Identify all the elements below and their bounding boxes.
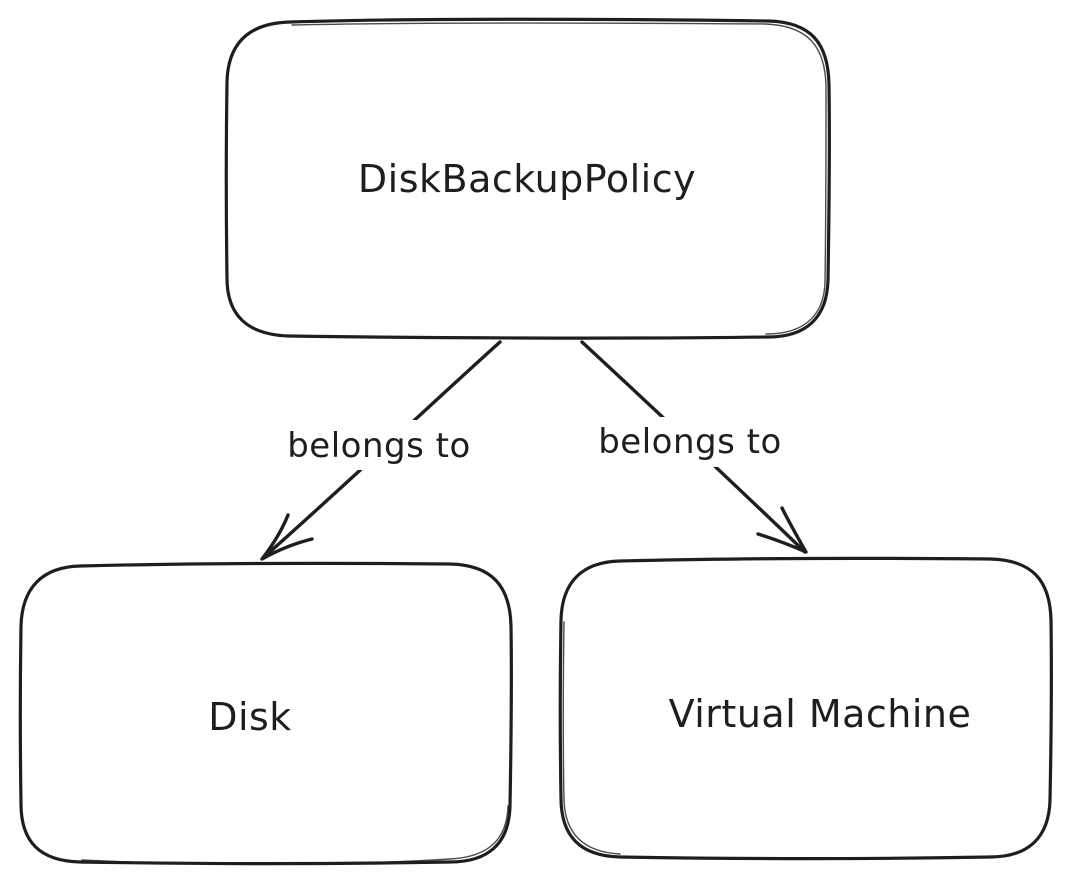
edge-policy-to-disk-label-background (276, 420, 484, 470)
edge-policy-to-vm-arrowhead (756, 506, 808, 554)
node-disk-backup-policy-border (224, 17, 832, 340)
edge-policy-to-vm-label: belongs to (598, 422, 782, 462)
edge-policy-to-disk[interactable]: belongs to (260, 340, 502, 561)
node-disk-backup-policy[interactable]: DiskBackupPolicy (224, 17, 832, 340)
node-virtual-machine-border (558, 556, 1054, 861)
node-disk-backup-policy-label: DiskBackupPolicy (358, 157, 696, 201)
node-disk-label: Disk (208, 695, 292, 739)
node-disk[interactable]: Disk (18, 561, 514, 866)
edge-policy-to-vm-label-background (586, 417, 794, 467)
node-virtual-machine-label: Virtual Machine (669, 692, 972, 736)
node-disk-backup-policy-border-sketch (291, 22, 827, 335)
node-virtual-machine[interactable]: Virtual Machine (558, 556, 1054, 861)
node-disk-border-sketch (81, 805, 509, 866)
edge-policy-to-vm[interactable]: belongs to (580, 340, 808, 554)
edge-policy-to-disk-arrowhead (260, 513, 314, 561)
node-disk-border (18, 561, 514, 866)
edge-policy-to-disk-label: belongs to (287, 426, 471, 466)
node-virtual-machine-border-sketch (562, 621, 621, 855)
